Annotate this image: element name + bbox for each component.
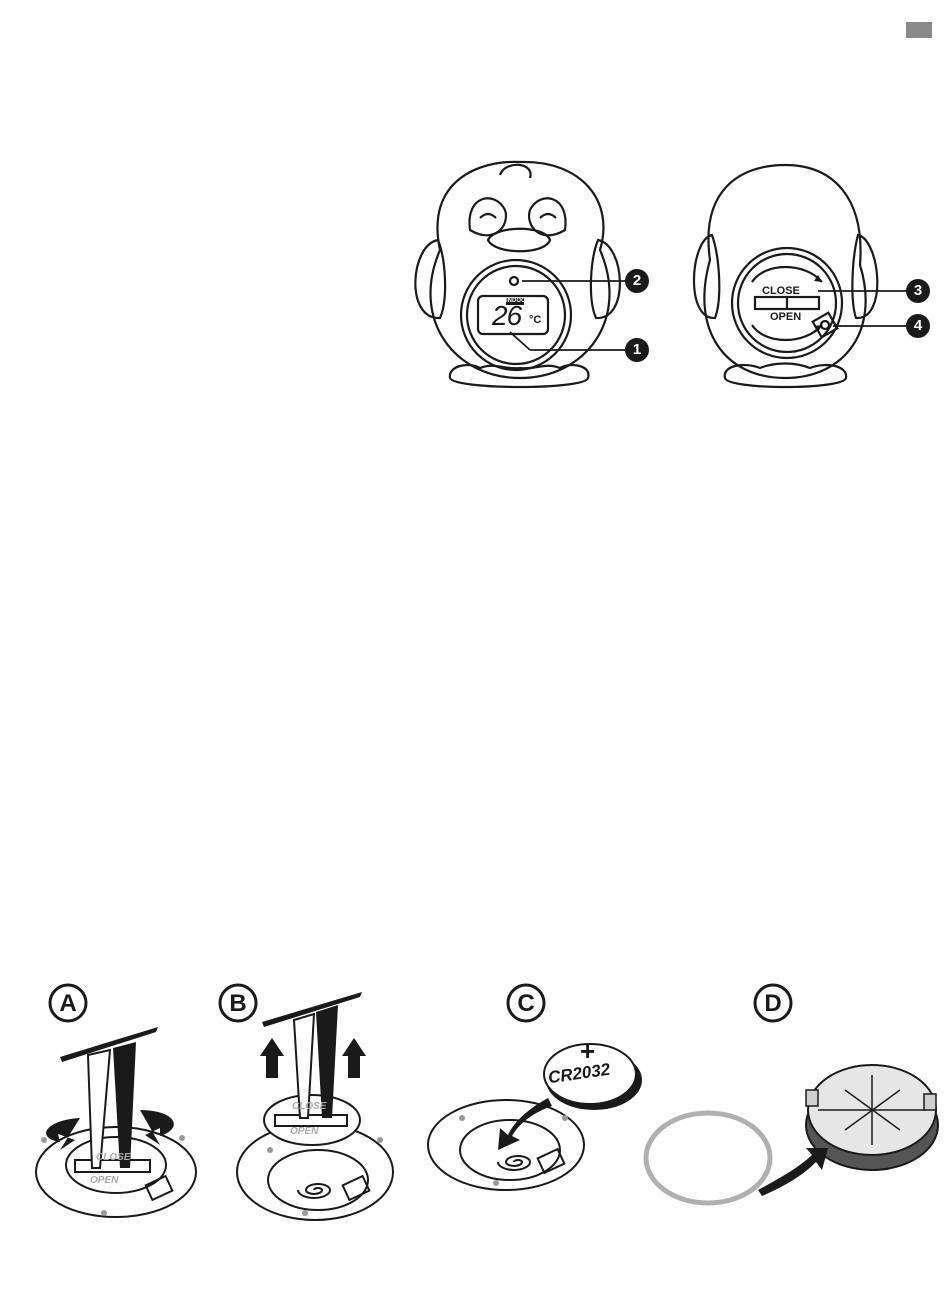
- step-d-cap-tab-right: [924, 1094, 936, 1110]
- step-d-cap-tab-left: [806, 1090, 818, 1106]
- step-d-gasket-ring: [646, 1113, 770, 1203]
